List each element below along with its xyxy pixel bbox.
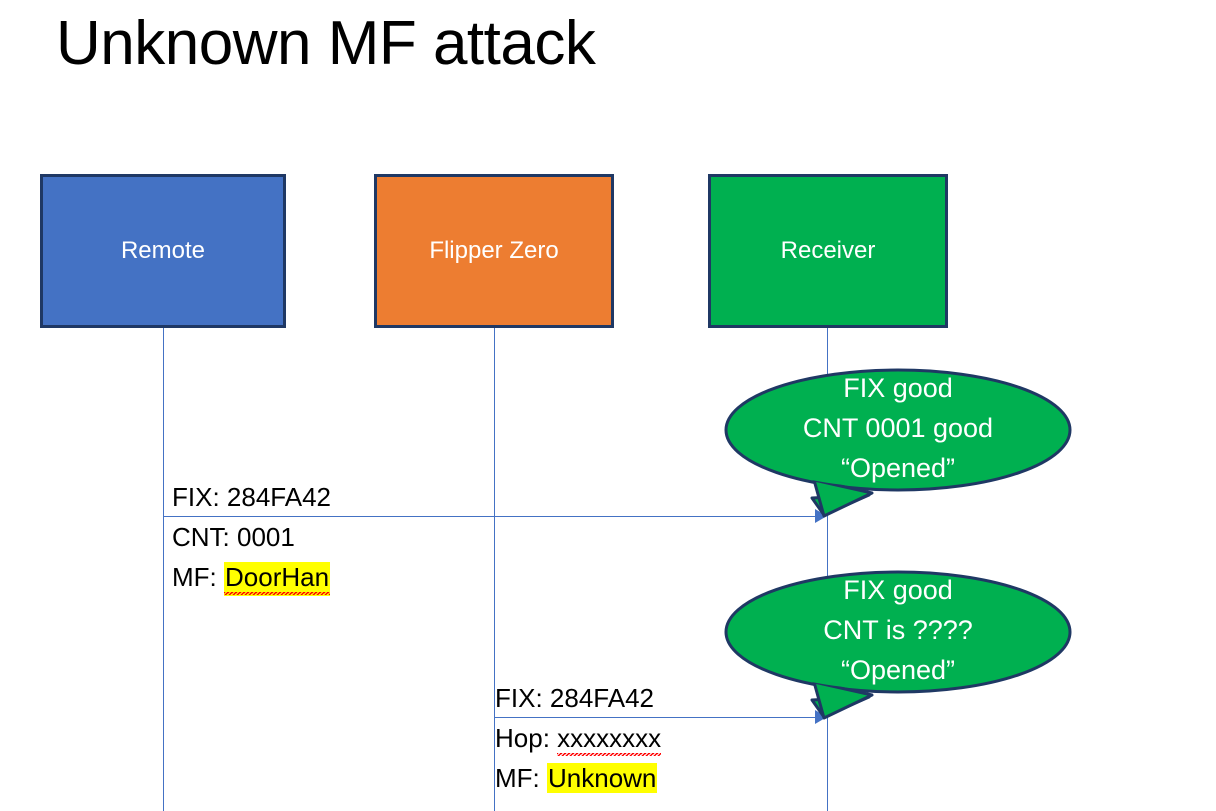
actor-label-remote: Remote (120, 237, 206, 264)
lifeline-flipper (494, 328, 495, 811)
message-line-mf: MF: DoorHan (172, 557, 331, 597)
message-line-fix-2: FIX: 284FA42 (495, 678, 661, 718)
message-line-cnt-value: 0001 (237, 522, 295, 552)
message-line-mf-label: MF: (172, 562, 224, 592)
message-block-flipper-to-receiver: FIX: 284FA42 Hop: xxxxxxxx MF: Unknown (495, 678, 662, 798)
arrow-line-flipper-to-receiver (494, 717, 815, 718)
message-line-fix: FIX: 284FA42 (172, 477, 331, 517)
speech-bubble-second-shape (724, 570, 1072, 720)
message-line-mf-2: MF: Unknown (495, 758, 661, 798)
speech-bubble-second[interactable]: FIX good CNT is ???? “Opened” (724, 562, 1072, 722)
message-line-hop-label: Hop: (495, 723, 558, 753)
actor-box-flipper[interactable]: Flipper Zero (374, 174, 614, 328)
speech-bubble-first-shape (724, 368, 1072, 518)
speech-bubble-first[interactable]: FIX good CNT 0001 good “Opened” (724, 360, 1072, 520)
actor-label-flipper: Flipper Zero (429, 237, 559, 264)
lifeline-remote (163, 328, 164, 811)
page-title: Unknown MF attack (56, 9, 596, 78)
message-line-fix-label: FIX: (172, 482, 227, 512)
message-line-hop: Hop: xxxxxxxx (495, 718, 662, 758)
message-line-cnt-label: CNT: (172, 522, 237, 552)
message-line-mf-2-value: Unknown (547, 763, 658, 793)
message-line-fix-2-label: FIX: (495, 683, 550, 713)
actor-box-receiver[interactable]: Receiver (708, 174, 948, 328)
message-line-cnt: CNT: 0001 (172, 517, 331, 557)
lifeline-receiver (827, 328, 828, 811)
actor-box-remote[interactable]: Remote (40, 174, 286, 328)
message-line-hop-value: xxxxxxxx (557, 723, 662, 757)
message-line-mf-value: DoorHan (224, 562, 330, 596)
message-block-remote-to-receiver: FIX: 284FA42 CNT: 0001 MF: DoorHan (172, 477, 331, 597)
message-line-mf-2-label: MF: (495, 763, 547, 793)
message-line-fix-value: 284FA42 (226, 482, 331, 512)
message-line-fix-2-value: 284FA42 (549, 683, 654, 713)
arrow-line-remote-to-receiver (163, 516, 815, 517)
actor-label-receiver: Receiver (780, 237, 876, 264)
